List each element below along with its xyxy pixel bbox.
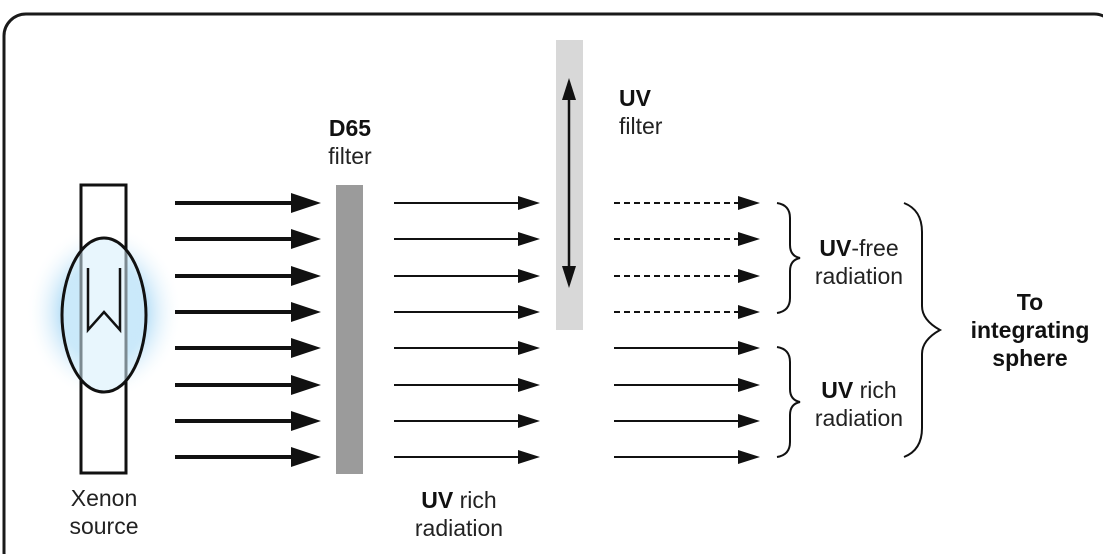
source-arrow [175,338,321,358]
sphere-line1: To [1016,289,1044,315]
uv-rich-arrow [614,378,760,392]
d65-arrow [394,269,540,283]
d65-arrow [394,414,540,428]
source-arrow [175,266,321,286]
source-arrow [175,229,321,249]
source-arrow [175,447,321,467]
source-arrow [175,411,321,431]
xenon-source-label: Xenon source [52,484,156,540]
brace-uv-rich [776,346,801,458]
uv-free-arrow [614,269,760,283]
uv-free-arrow [614,232,760,246]
uv-rich-bottom-rest: rich [453,487,497,513]
lamp-electrode [86,268,122,334]
xenon-label-line2: source [69,513,139,539]
uv-rich-right-bold: UV [821,377,854,403]
uv-free-bold: UV [819,235,852,261]
uv-filter-move-arrow [562,78,576,288]
d65-arrow [394,378,540,392]
sphere-line2: integrating [970,317,1090,343]
uv-free-rest: -free [851,235,899,261]
uv-filter-label: UV filter [619,84,699,140]
output-arrows [614,196,760,464]
d65-arrow [394,450,540,464]
d65-filter [336,185,363,474]
uv-rich-right-label: UV rich radiation [800,376,918,432]
uv-rich-arrow [614,414,760,428]
d65-label-bold: D65 [328,115,372,141]
uv-rich-bottom-bold: UV [421,487,454,513]
uv-rich-arrow [614,450,760,464]
uv-free-label: UV-free radiation [800,234,918,290]
d65-arrows [394,196,540,464]
source-arrow [175,375,321,395]
brace-uv-free [776,202,801,314]
uv-rich-right-line2: radiation [814,405,904,431]
d65-arrow [394,196,540,210]
uv-rich-right-rest: rich [853,377,897,403]
to-integrating-sphere-label: To integrating sphere [957,288,1103,372]
source-arrow [175,302,321,322]
source-arrows [175,193,321,467]
xenon-label-line1: Xenon [70,485,138,511]
d65-arrow [394,232,540,246]
uv-free-arrow [614,196,760,210]
d65-label-rest: filter [328,143,372,169]
uv-filter-label-bold: UV [619,85,651,111]
uv-rich-arrow [614,341,760,355]
lamp-bulb [60,236,148,394]
d65-arrow [394,341,540,355]
uv-free-line2: radiation [814,263,904,289]
d65-arrow [394,305,540,319]
uv-filter-label-rest: filter [619,113,663,139]
uv-rich-bottom-line2: radiation [414,515,504,541]
d65-filter-label: D65 filter [305,114,395,170]
brace-to-sphere [903,202,943,458]
uv-rich-bottom-label: UV rich radiation [384,486,534,542]
source-arrow [175,193,321,213]
uv-free-arrow [614,305,760,319]
sphere-line3: sphere [992,345,1068,371]
